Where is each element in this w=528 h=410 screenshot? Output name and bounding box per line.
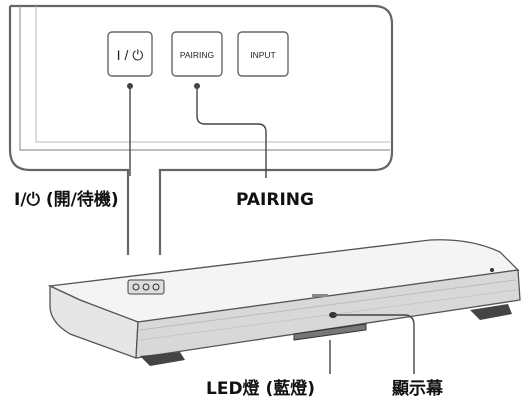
pairing-callout: PAIRING — [236, 190, 314, 210]
led-leader — [330, 312, 415, 374]
input-button[interactable]: INPUT — [237, 31, 289, 77]
pairing-button-label: PAIRING — [180, 50, 214, 60]
display-callout: 顯示幕 — [392, 378, 444, 399]
zoom-inset: I / ⏻ PAIRING INPUT — [8, 4, 394, 255]
device-foot-left — [140, 352, 185, 366]
device-indicator-dot — [490, 268, 494, 272]
pairing-button[interactable]: PAIRING — [171, 31, 223, 77]
input-button-label: INPUT — [250, 50, 276, 60]
soundbar-device — [47, 239, 521, 366]
device-display-panel — [293, 323, 367, 341]
pairing-leader — [194, 83, 267, 178]
led-callout: LED燈 (藍燈) — [206, 378, 315, 399]
power-button-label: I / ⏻ — [117, 47, 144, 63]
power-callout: I/⏻ (開/待機) — [14, 189, 119, 210]
device-foot-right — [470, 304, 512, 320]
power-button[interactable]: I / ⏻ — [107, 31, 153, 77]
device-corner-outline — [19, 6, 390, 151]
device-corner-edge — [35, 6, 390, 143]
inset-frame — [8, 4, 394, 255]
power-leader — [127, 83, 133, 176]
device-button-cluster — [127, 279, 165, 295]
device-logo-mark — [312, 294, 328, 297]
